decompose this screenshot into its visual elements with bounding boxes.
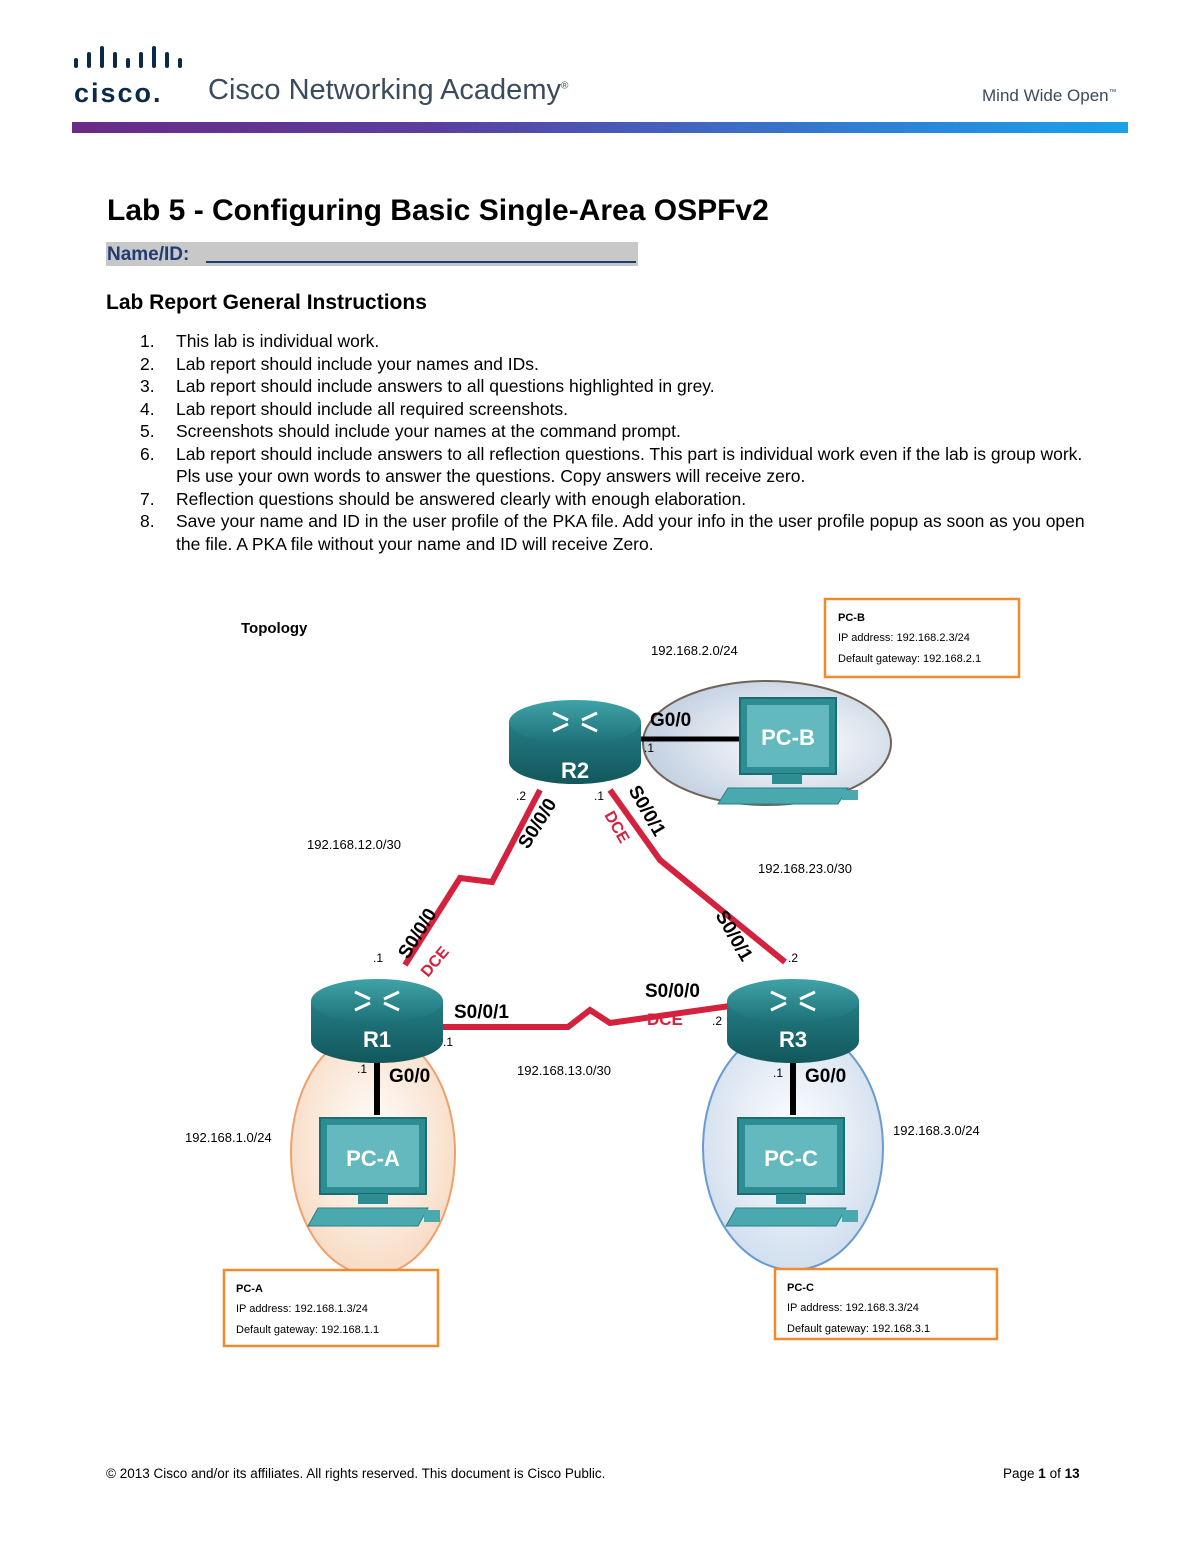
instructions-list: 1.This lab is individual work. 2.Lab rep… (106, 330, 1096, 555)
name-id-field[interactable]: Name/ID: (106, 242, 638, 266)
serial-link-r2-r3 (607, 788, 787, 965)
svg-text:IP address: 192.168.3.3/24: IP address: 192.168.3.3/24 (787, 1302, 919, 1314)
host-id: .1 (644, 741, 654, 755)
info-box-pca: PC-A IP address: 192.168.1.3/24 Default … (222, 1268, 440, 1348)
list-item: 4.Lab report should include all required… (140, 398, 569, 419)
network-label: 192.168.23.0/30 (758, 861, 852, 876)
page-title: Lab 5 - Configuring Basic Single-Area OS… (107, 194, 769, 227)
svg-text:PC-A: PC-A (236, 1283, 263, 1295)
academy-name: Cisco Networking Academy® (208, 74, 569, 106)
list-item: 5.Screenshots should include your names … (140, 421, 681, 441)
pc-label-a: PC-A (346, 1146, 400, 1171)
host-id: .2 (712, 1014, 722, 1028)
cisco-logo: cisco. (72, 44, 182, 108)
host-id: .2 (516, 789, 526, 803)
pc-b[interactable]: PC-B (717, 697, 858, 805)
list-item: 3.Lab report should include answers to a… (140, 376, 715, 396)
router-r2[interactable]: R2 (509, 700, 641, 784)
list-item: 1.This lab is individual work. (140, 331, 380, 351)
cisco-bridge-icon (74, 46, 182, 68)
router-label-r1: R1 (363, 1027, 391, 1052)
interface-label: G0/0 (389, 1066, 430, 1087)
router-arrows-icon (354, 990, 400, 1012)
network-label: 192.168.2.0/24 (651, 643, 738, 658)
dce-label: DCE (418, 944, 453, 981)
header-rule (72, 122, 1128, 133)
name-id-label: Name/ID: (107, 244, 190, 265)
svg-text:IP address: 192.168.2.3/24: IP address: 192.168.2.3/24 (838, 632, 970, 644)
host-id: .1 (373, 951, 383, 965)
router-label-r2: R2 (561, 758, 589, 783)
svg-text:Default gateway: 192.168.3.1: Default gateway: 192.168.3.1 (787, 1323, 930, 1335)
pc-label-b: PC-B (761, 725, 815, 750)
section-heading: Lab Report General Instructions (106, 291, 427, 314)
router-arrows-icon (770, 990, 816, 1012)
svg-text:PC-B: PC-B (838, 612, 865, 624)
logo-wordmark: cisco. (74, 78, 163, 108)
topology-diagram: Topology R2 R1 R3 (185, 597, 1021, 1348)
svg-text:Default gateway: 192.168.2.1: Default gateway: 192.168.2.1 (838, 653, 981, 665)
network-label: 192.168.3.0/24 (893, 1123, 980, 1138)
list-item: 2.Lab report should include your names a… (140, 353, 539, 374)
host-id: .1 (443, 1035, 453, 1049)
svg-text:Default gateway: 192.168.1.1: Default gateway: 192.168.1.1 (236, 1324, 379, 1336)
network-label: 192.168.12.0/30 (307, 837, 401, 852)
pc-a[interactable]: PC-A (307, 1117, 440, 1227)
interface-label: S0/0/1 (454, 1002, 509, 1023)
router-arrows-icon (552, 711, 598, 733)
interface-label: G0/0 (650, 710, 691, 731)
list-item: 6.Lab report should include answers to a… (140, 443, 1083, 487)
list-item: 8.Save your name and ID in the user prof… (140, 511, 1085, 554)
network-label: 192.168.1.0/24 (185, 1130, 272, 1145)
list-item: 7.Reflection questions should be answere… (140, 488, 747, 509)
interface-label: G0/0 (805, 1066, 846, 1087)
host-id: .1 (594, 789, 604, 803)
svg-text:IP address: 192.168.1.3/24: IP address: 192.168.1.3/24 (236, 1303, 368, 1315)
serial-link-r1-r3 (440, 1003, 731, 1030)
serial-link-r1-r2 (402, 788, 543, 967)
page-number: Page 1 of 13 (1003, 1466, 1080, 1481)
router-r3[interactable]: R3 (727, 979, 859, 1063)
topology-heading: Topology (241, 620, 308, 637)
dce-label: DCE (647, 1010, 683, 1029)
pc-label-c: PC-C (764, 1146, 818, 1171)
svg-text:PC-C: PC-C (787, 1282, 814, 1294)
copyright-notice: © 2013 Cisco and/or its affiliates. All … (106, 1466, 606, 1481)
router-label-r3: R3 (779, 1027, 807, 1052)
info-box-pcc: PC-C IP address: 192.168.3.3/24 Default … (773, 1267, 999, 1341)
host-id: .2 (788, 951, 798, 965)
tagline: Mind Wide Open™ (982, 86, 1117, 105)
router-r1[interactable]: R1 (311, 979, 443, 1063)
interface-label: S0/0/1 (624, 782, 670, 840)
pc-c[interactable]: PC-C (725, 1117, 858, 1227)
info-box-pcb: PC-B IP address: 192.168.2.3/24 Default … (823, 597, 1021, 679)
interface-label: S0/0/0 (645, 981, 700, 1002)
host-id: .1 (773, 1066, 783, 1080)
host-id: .1 (357, 1062, 367, 1076)
network-label: 192.168.13.0/30 (517, 1063, 611, 1078)
name-id-blank-line (206, 261, 636, 263)
